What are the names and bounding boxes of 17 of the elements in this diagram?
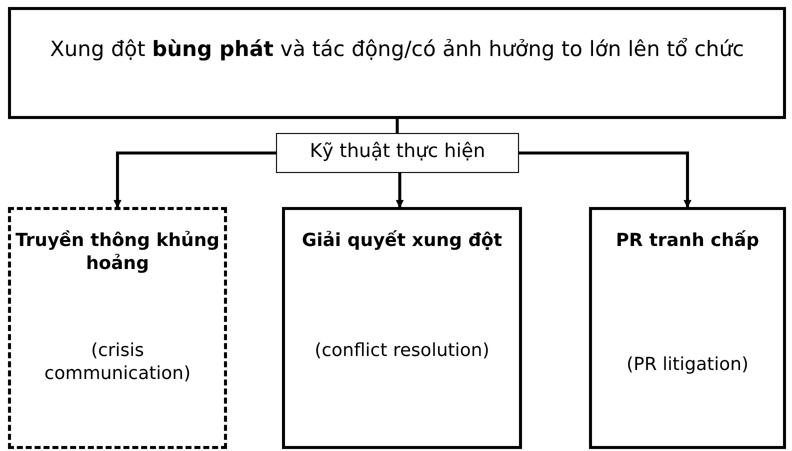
connector-line [396,119,399,133]
label-box [276,133,519,173]
process-box [8,207,227,449]
connector-label: Kỹ thuật thực hiện [308,140,486,164]
process-box [282,207,522,449]
box-subtext: (PR litigation) [625,354,750,376]
box-heading: Truyền thông khủng hoảng [15,230,220,275]
box-subtext: (conflict resolution) [314,340,490,362]
process-box [589,207,786,449]
process-box [8,7,786,119]
box-subtext: (crisis communication) [43,340,192,385]
arrow [396,173,404,208]
arrow [519,152,692,208]
box-title: Xung đột bùng phát và tác động/có ảnh hưởng to lớn lên tổ chức [48,36,746,62]
box-heading: PR tranh chấp [614,230,760,252]
arrow [114,152,276,208]
box-heading: Giải quyết xung đột [300,230,504,252]
